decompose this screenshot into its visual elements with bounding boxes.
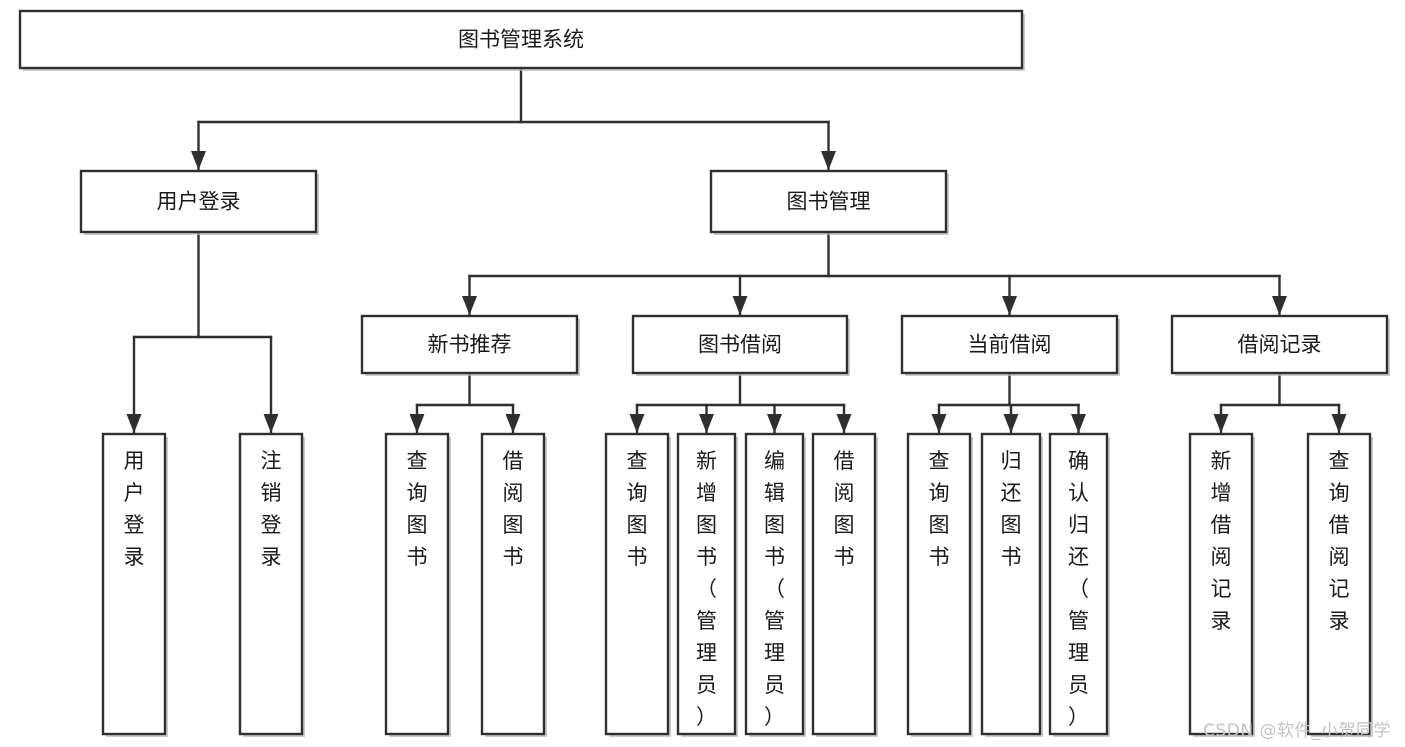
node-query-borrow-record[interactable]: 查询借阅记录 <box>1306 432 1373 737</box>
node-new-book-recommend[interactable]: 新书推荐 <box>360 314 580 376</box>
edge-layer <box>126 66 1347 435</box>
node-label: 借阅图书 <box>834 449 855 569</box>
arrow-head <box>931 414 947 433</box>
arrow-head <box>505 414 521 433</box>
node-user-login-do[interactable]: 用户登录 <box>101 432 168 737</box>
node-box[interactable] <box>1306 432 1372 736</box>
watermark-label: CSDN @软件_小贺同学 <box>1203 721 1391 741</box>
node-box[interactable] <box>1188 432 1254 736</box>
node-label: 用户登录 <box>124 449 145 569</box>
node-label: 新增图书（管理员） <box>696 449 717 729</box>
node-label: 确认归还（管理员） <box>1068 449 1089 729</box>
node-box[interactable] <box>604 432 670 736</box>
node-box[interactable] <box>480 432 546 736</box>
node-return-book[interactable]: 归还图书 <box>980 432 1043 737</box>
node-label: 注销登录 <box>261 449 282 569</box>
node-label: 当前借阅 <box>968 333 1052 357</box>
node-label: 查询借阅记录 <box>1329 449 1350 633</box>
node-book-management[interactable]: 图书管理 <box>709 169 949 235</box>
arrow-head <box>263 414 279 433</box>
node-label: 查询图书 <box>407 449 428 569</box>
arrow-head <box>191 151 206 170</box>
node-user-logout[interactable]: 注销登录 <box>238 432 305 737</box>
node-current-borrow[interactable]: 当前借阅 <box>900 314 1120 376</box>
node-box[interactable] <box>384 432 450 736</box>
node-box[interactable] <box>101 432 167 736</box>
node-label: 查询图书 <box>929 449 950 569</box>
node-box[interactable] <box>1170 314 1389 375</box>
node-label: 图书借阅 <box>698 333 782 357</box>
node-label: 新书推荐 <box>428 333 512 357</box>
arrow-head <box>462 296 477 315</box>
node-layer: 图书管理系统用户登录用户登录注销登录图书管理新书推荐查询图书借阅图书图书借阅查询… <box>18 9 1390 737</box>
arrow-head <box>1071 414 1086 433</box>
node-confirm-return-admin[interactable]: 确认归还（管理员） <box>1048 432 1110 737</box>
arrow-head <box>699 414 714 433</box>
node-label: 图书管理 <box>787 190 871 214</box>
node-box[interactable] <box>1048 432 1109 736</box>
node-label: 查询图书 <box>627 449 648 569</box>
node-label: 编辑图书（管理员） <box>764 449 785 729</box>
node-query-book-1[interactable]: 查询图书 <box>384 432 451 737</box>
node-add-borrow-record[interactable]: 新增借阅记录 <box>1188 432 1255 737</box>
arrow-head <box>767 414 782 433</box>
node-box[interactable] <box>980 432 1042 736</box>
node-box[interactable] <box>906 432 972 736</box>
arrow-head <box>1331 414 1347 433</box>
node-user-login[interactable]: 用户登录 <box>79 169 319 235</box>
arrow-head <box>836 414 852 433</box>
node-box[interactable] <box>79 169 318 234</box>
node-add-book-admin[interactable]: 新增图书（管理员） <box>676 432 738 737</box>
node-book-borrow[interactable]: 图书借阅 <box>631 314 850 376</box>
node-borrow-book-1[interactable]: 借阅图书 <box>480 432 547 737</box>
node-box[interactable] <box>709 169 948 234</box>
node-label: 图书管理系统 <box>458 28 584 52</box>
node-borrow-book-2[interactable]: 借阅图书 <box>811 432 878 737</box>
arrow-head <box>629 414 645 433</box>
arrow-head <box>732 296 748 315</box>
node-query-book-3[interactable]: 查询图书 <box>906 432 973 737</box>
node-box[interactable] <box>360 314 579 375</box>
node-edit-book-admin[interactable]: 编辑图书（管理员） <box>744 432 806 737</box>
node-box[interactable] <box>238 432 304 736</box>
node-label: 借阅记录 <box>1238 333 1322 357</box>
arrow-head <box>1272 296 1287 315</box>
node-label: 用户登录 <box>157 190 241 214</box>
node-box[interactable] <box>811 432 877 736</box>
arrow-head <box>1213 414 1229 433</box>
node-query-book-2[interactable]: 查询图书 <box>604 432 671 737</box>
node-label: 借阅图书 <box>503 449 524 569</box>
node-box[interactable] <box>900 314 1119 375</box>
node-label: 新增借阅记录 <box>1211 449 1232 633</box>
node-box[interactable] <box>676 432 737 736</box>
node-root[interactable]: 图书管理系统 <box>18 9 1025 71</box>
arrow-head <box>821 151 836 170</box>
arrow-head <box>409 414 425 433</box>
node-borrow-records[interactable]: 借阅记录 <box>1170 314 1390 376</box>
arrow-head <box>126 414 142 433</box>
node-box[interactable] <box>631 314 849 375</box>
node-box[interactable] <box>18 9 1024 70</box>
node-box[interactable] <box>744 432 805 736</box>
arrow-head <box>1002 296 1017 315</box>
node-label: 归还图书 <box>1001 449 1022 569</box>
arrow-head <box>1003 414 1019 433</box>
